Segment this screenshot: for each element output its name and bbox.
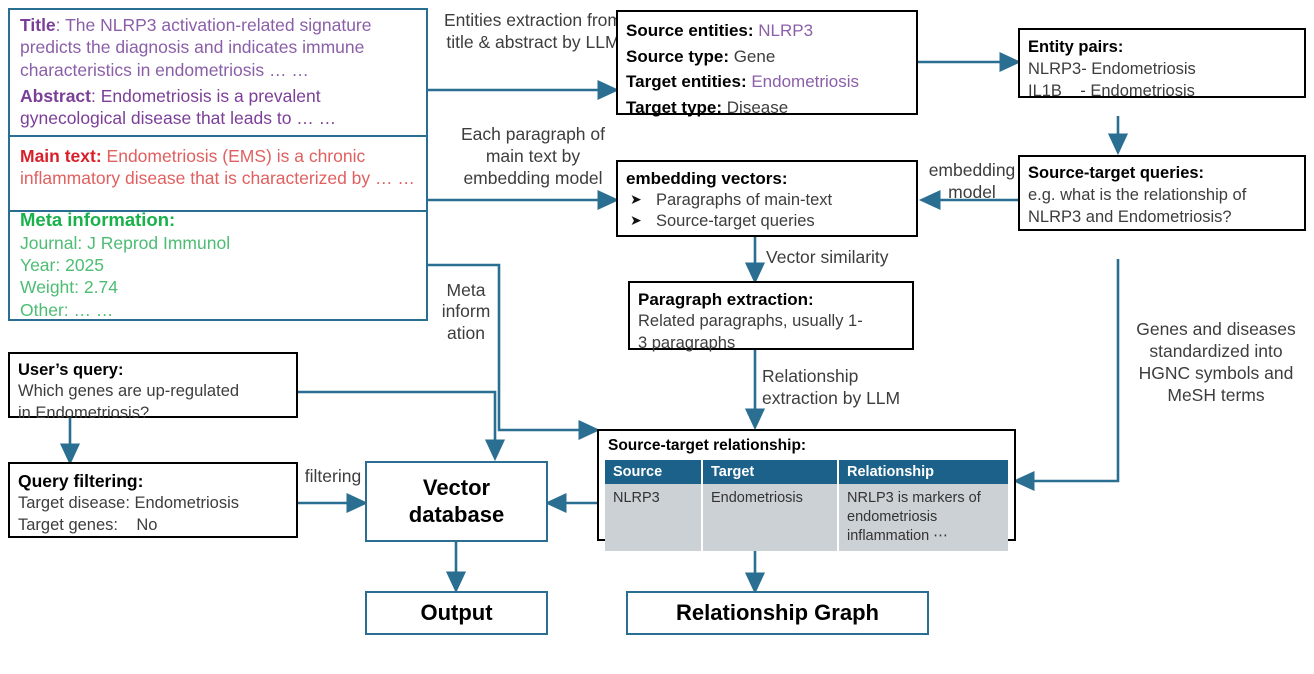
- entity-row-2-label: Target entities: [626, 72, 741, 91]
- queries-line-0: e.g. what is the relationship of: [1028, 185, 1247, 204]
- entity-row-0-sep: :: [747, 21, 759, 40]
- entity-row-1-value: Gene: [733, 46, 776, 66]
- table-row: NLRP3 Endometriosis NRLP3 is markers of …: [605, 484, 1008, 551]
- entity-row-1: Source type: Gene: [626, 44, 908, 70]
- entity-row-2-value: Endometriosis: [751, 72, 860, 91]
- entity-pairs-box: Entity pairs: NLRP3- Endometriosis IL1B …: [1018, 28, 1306, 100]
- source-target-queries-box: Source-target queries: e.g. what is the …: [1018, 155, 1306, 231]
- edge-label-entities-extraction: Entities extraction from title & abstrac…: [444, 10, 622, 52]
- output-box: Output: [365, 591, 548, 635]
- source-target-relationship-box: Source-target relationship: Source Targe…: [597, 429, 1016, 551]
- edge-label-filtering: filtering: [304, 466, 362, 486]
- user-query-heading: User’s query:: [18, 361, 124, 379]
- meta-line-3: Other: … …: [20, 299, 114, 320]
- relationship-cell-source: NLRP3: [605, 484, 703, 551]
- relationship-cell-relationship: NRLP3 is markers of endometriosis inflam…: [838, 484, 1008, 551]
- entity-row-0-value: NLRP3: [758, 21, 814, 40]
- relationship-table-heading: Source-target relationship:: [608, 437, 807, 454]
- edge-label-meta-information: Meta inform ation: [441, 280, 491, 343]
- embedding-bullet-list: Paragraphs of main-text Source-target qu…: [626, 190, 908, 233]
- abstract-label: Abstract: [20, 86, 91, 106]
- entity-row-2: Target entities: Endometriosis: [626, 69, 908, 95]
- paragraph-line-0: Related paragraphs, usually 1-: [638, 312, 863, 331]
- paper-maintext-line: Main text: Endometriosis (EMS) is a chro…: [20, 145, 415, 190]
- vector-database-line-1: database: [408, 501, 505, 527]
- embedding-bullet-1: Source-target queries: [626, 211, 908, 232]
- title-label: Title: [20, 15, 56, 35]
- queries-heading: Source-target queries:: [1028, 164, 1205, 182]
- query-filtering-heading: Query filtering:: [18, 471, 144, 491]
- embedding-heading: embedding vectors:: [626, 169, 788, 188]
- relationship-graph-label: Relationship Graph: [676, 599, 879, 625]
- entity-pairs-line-0: NLRP3- Endometriosis: [1028, 60, 1196, 79]
- edge-label-relationship-extraction: Relationship extraction by LLM: [762, 366, 901, 408]
- entity-row-0-label: Source entities: [626, 21, 748, 40]
- paragraph-line-1: 3 paragraphs: [638, 333, 736, 352]
- entity-row-3: Target type: Disease: [626, 95, 908, 121]
- query-filtering-line-1: Target genes: No: [18, 515, 158, 534]
- arrow-userquery-to-vectordb: [298, 390, 506, 462]
- queries-line-1: NLRP3 and Endometriosis?: [1028, 207, 1232, 226]
- relationship-table: Source Target Relationship NLRP3 Endomet…: [605, 460, 1008, 551]
- paper-abstract-line: Abstract: Endometriosis is a prevalent g…: [20, 85, 420, 130]
- vector-database-line-0: Vector: [422, 474, 491, 500]
- paper-box-divider-1: [10, 135, 426, 137]
- vector-database-box: Vector database: [365, 461, 548, 542]
- entity-row-1-sep: :: [723, 46, 734, 66]
- edge-label-embedding-model: embedding model: [928, 160, 1016, 202]
- entity-pairs-heading: Entity pairs:: [1028, 38, 1124, 56]
- edge-label-vector-similarity: Vector similarity: [766, 247, 889, 267]
- entity-pairs-line-1: IL1B - Endometriosis: [1028, 82, 1195, 101]
- query-filtering-line-0: Target disease: Endometriosis: [18, 494, 240, 513]
- entity-row-1-label: Source type: [626, 46, 724, 66]
- maintext-label: Main text:: [20, 146, 102, 166]
- relationship-cell-target: Endometriosis: [702, 484, 839, 551]
- embedding-bullet-0: Paragraphs of main-text: [626, 190, 908, 211]
- relationship-col-target: Target: [702, 460, 839, 484]
- paragraph-heading: Paragraph extraction:: [638, 290, 814, 309]
- relationship-col-source: Source: [605, 460, 703, 484]
- meta-label: Meta information:: [20, 209, 176, 230]
- paper-box-divider-2: [10, 210, 426, 212]
- arrow-standardization-to-relationship: [1012, 259, 1120, 492]
- abstract-text: : Endometriosis is a prevalent gynecolog…: [20, 86, 337, 129]
- entity-row-3-sep: :: [716, 97, 727, 117]
- user-query-line-1: in Endometriosis?: [18, 403, 150, 422]
- vector-database-label: Vector database: [409, 475, 504, 529]
- relationship-graph-box: Relationship Graph: [626, 591, 929, 635]
- user-query-box: User’s query: Which genes are up-regulat…: [8, 352, 298, 422]
- meta-line-2: Weight: 2.74: [20, 277, 118, 298]
- edge-label-each-paragraph: Each paragraph of main text by embedding…: [461, 124, 605, 188]
- paragraph-extraction-box: Paragraph extraction: Related paragraphs…: [628, 281, 914, 352]
- entity-row-0: Source entities: NLRP3: [626, 18, 908, 44]
- title-text: : The NLRP3 activation-related signature…: [20, 15, 372, 80]
- entity-row-3-label: Target type: [626, 97, 717, 117]
- source-target-entities-box: Source entities: NLRP3 Source type: Gene…: [616, 10, 918, 117]
- paper-source-box: [8, 8, 428, 321]
- paper-title-line: Title: The NLRP3 activation-related sign…: [20, 14, 420, 81]
- output-label: Output: [420, 599, 493, 625]
- meta-line-0: Journal: J Reprod Immunol: [20, 232, 231, 253]
- relationship-table-header-row: Source Target Relationship: [605, 460, 1008, 484]
- meta-line-1: Year: 2025: [20, 255, 105, 276]
- relationship-col-relationship: Relationship: [838, 460, 1008, 484]
- query-filtering-box: Query filtering: Target disease: Endomet…: [8, 462, 298, 538]
- edge-label-standardization: Genes and diseases standardized into HGN…: [1136, 319, 1296, 406]
- maintext-text: Endometriosis (EMS) is a chronic inflamm…: [20, 146, 415, 189]
- entity-row-3-value: Disease: [726, 97, 789, 117]
- paper-meta-block: Meta information: Journal: J Reprod Immu…: [20, 208, 415, 321]
- entity-row-2-sep: :: [740, 72, 752, 91]
- user-query-line-0: Which genes are up-regulated: [18, 382, 240, 401]
- embedding-vectors-box: embedding vectors: Paragraphs of main-te…: [616, 160, 918, 237]
